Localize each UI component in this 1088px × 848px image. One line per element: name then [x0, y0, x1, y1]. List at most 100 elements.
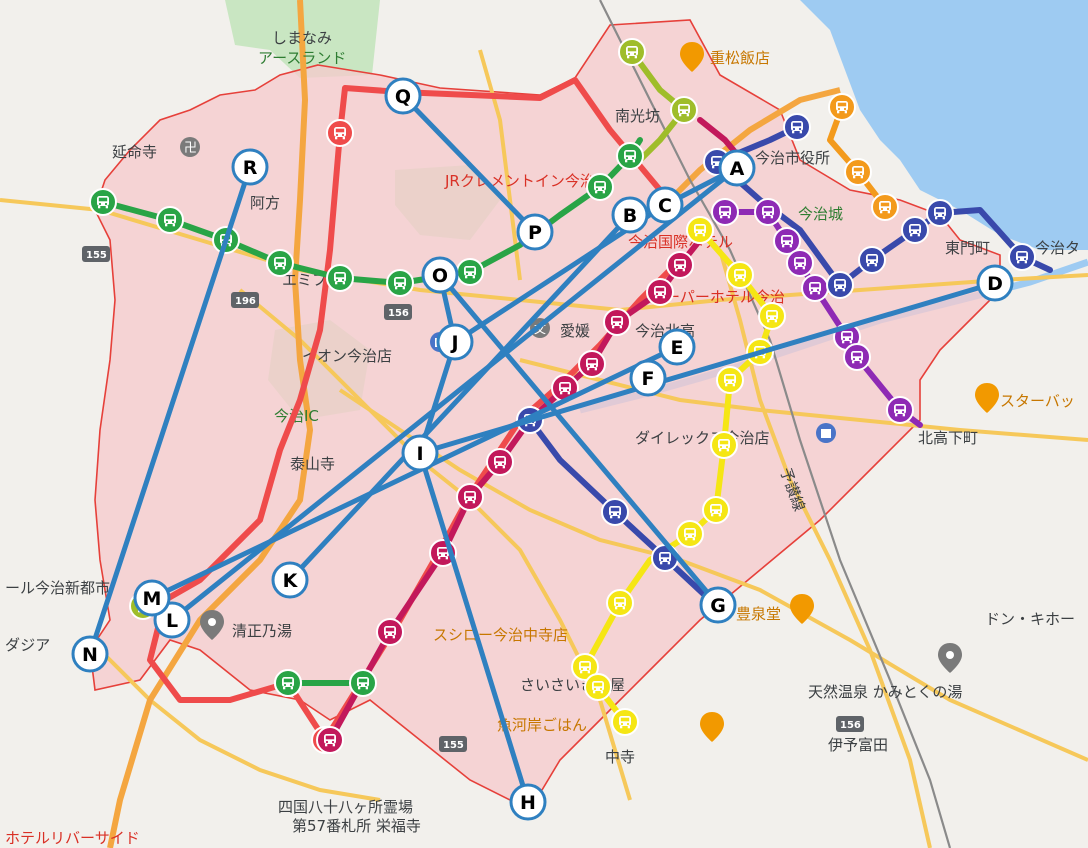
road-shield-number: 155: [86, 250, 107, 261]
restaurant-icon: [790, 594, 814, 624]
bus-icon[interactable]: [843, 343, 871, 371]
bus-icon[interactable]: [670, 96, 698, 124]
connection-line: [149, 344, 680, 601]
bus-icon[interactable]: [871, 193, 899, 221]
stop-marker-m[interactable]: M: [133, 579, 171, 617]
bus-icon[interactable]: [901, 216, 929, 244]
stop-marker-label: M: [143, 588, 162, 610]
bus-icon[interactable]: [828, 93, 856, 121]
restaurant-icon: [700, 712, 724, 742]
map-label: イオン今治店: [302, 347, 392, 365]
connection-line: [417, 339, 458, 456]
stop-marker-h[interactable]: H: [509, 783, 547, 821]
bus-icon[interactable]: [666, 251, 694, 279]
bus-icon[interactable]: [603, 308, 631, 336]
stop-marker-n[interactable]: N: [71, 635, 109, 673]
stop-marker-a[interactable]: A: [718, 149, 756, 187]
bus-icon[interactable]: [456, 258, 484, 286]
stop-marker-b[interactable]: B: [611, 196, 649, 234]
map-label: 第57番札所 栄福寺: [292, 817, 421, 835]
connection-line: [417, 450, 531, 805]
bus-icon[interactable]: [578, 350, 606, 378]
bus-icon[interactable]: [773, 227, 801, 255]
stop-marker-label: R: [243, 157, 258, 179]
bus-icon[interactable]: [486, 448, 514, 476]
connection-lines: [87, 93, 998, 805]
bus-icon[interactable]: [601, 498, 629, 526]
bus-icon[interactable]: [606, 589, 634, 617]
bus-icon[interactable]: [676, 520, 704, 548]
stop-marker-e[interactable]: E: [658, 328, 696, 366]
expressway: [107, 0, 314, 848]
bus-icon[interactable]: [886, 396, 914, 424]
stop-marker-j[interactable]: J: [436, 323, 474, 361]
bus-icon[interactable]: [1008, 243, 1036, 271]
stop-marker-label: K: [283, 570, 299, 592]
stop-marker-q[interactable]: Q: [384, 77, 422, 115]
bus-icon[interactable]: [618, 38, 646, 66]
map-label: 南光坊: [615, 107, 660, 125]
stop-marker-r[interactable]: R: [231, 148, 269, 186]
stop-marker-g[interactable]: G: [699, 586, 737, 624]
stop-marker-label: E: [671, 337, 684, 359]
map-label: 伊予富田: [828, 736, 888, 754]
bus-icon[interactable]: [586, 173, 614, 201]
bus-icon[interactable]: [571, 653, 599, 681]
bus-icon[interactable]: [456, 483, 484, 511]
bus-icon[interactable]: [786, 249, 814, 277]
bus-icon[interactable]: [726, 261, 754, 289]
map-label: 清正乃湯: [232, 622, 292, 640]
stop-marker-p[interactable]: P: [516, 213, 554, 251]
road: [519, 358, 1088, 442]
bus-icon[interactable]: [349, 669, 377, 697]
temple-icon: 卍: [180, 137, 200, 157]
bus-icon[interactable]: [826, 271, 854, 299]
bus-icon[interactable]: [711, 198, 739, 226]
bus-icon[interactable]: [326, 264, 354, 292]
stop-marker-label: L: [166, 610, 178, 632]
bus-icon[interactable]: [758, 302, 786, 330]
bus-icon[interactable]: [156, 206, 184, 234]
stop-marker-label: O: [432, 265, 448, 287]
road-shield: 196: [231, 292, 259, 308]
map-label: JRクレメントイン今治: [444, 172, 595, 190]
connection-line: [400, 93, 538, 235]
bus-icon[interactable]: [616, 142, 644, 170]
bus-icon[interactable]: [376, 618, 404, 646]
bus-icon[interactable]: [584, 673, 612, 701]
road-shield: 155: [439, 736, 467, 752]
map-label: 四国八十八ヶ所霊場: [278, 798, 413, 816]
road: [478, 49, 522, 281]
stop-marker-d[interactable]: D: [976, 264, 1014, 302]
bus-icon[interactable]: [386, 269, 414, 297]
map-pin-icon: [200, 610, 224, 640]
bus-icon[interactable]: [326, 119, 354, 147]
bus-icon[interactable]: [702, 496, 730, 524]
stop-marker-i[interactable]: I: [401, 434, 439, 472]
bus-icon[interactable]: [858, 246, 886, 274]
bus-icon[interactable]: [783, 113, 811, 141]
bus-icon[interactable]: [651, 544, 679, 572]
map-label: ホテルリバーサイド: [5, 829, 140, 847]
bus-icon[interactable]: [646, 278, 674, 306]
bus-icon[interactable]: [710, 431, 738, 459]
bus-icon[interactable]: [801, 274, 829, 302]
stop-marker-o[interactable]: O: [421, 256, 459, 294]
bus-icon[interactable]: [754, 198, 782, 226]
stop-marker-f[interactable]: F: [629, 359, 667, 397]
bus-icon[interactable]: [316, 726, 344, 754]
shopping-bag-icon: [816, 423, 836, 443]
bus-icon[interactable]: [716, 366, 744, 394]
stop-marker-label: Q: [395, 86, 411, 108]
stop-marker-c[interactable]: C: [646, 186, 684, 224]
bus-icon[interactable]: [266, 249, 294, 277]
stop-marker-k[interactable]: K: [271, 561, 309, 599]
bus-icon[interactable]: [844, 158, 872, 186]
bus-icon[interactable]: [926, 199, 954, 227]
road-shield: 156: [384, 304, 412, 320]
bus-icon[interactable]: [686, 216, 714, 244]
bus-icon[interactable]: [611, 708, 639, 736]
bus-icon[interactable]: [89, 188, 117, 216]
bus-icon[interactable]: [274, 669, 302, 697]
